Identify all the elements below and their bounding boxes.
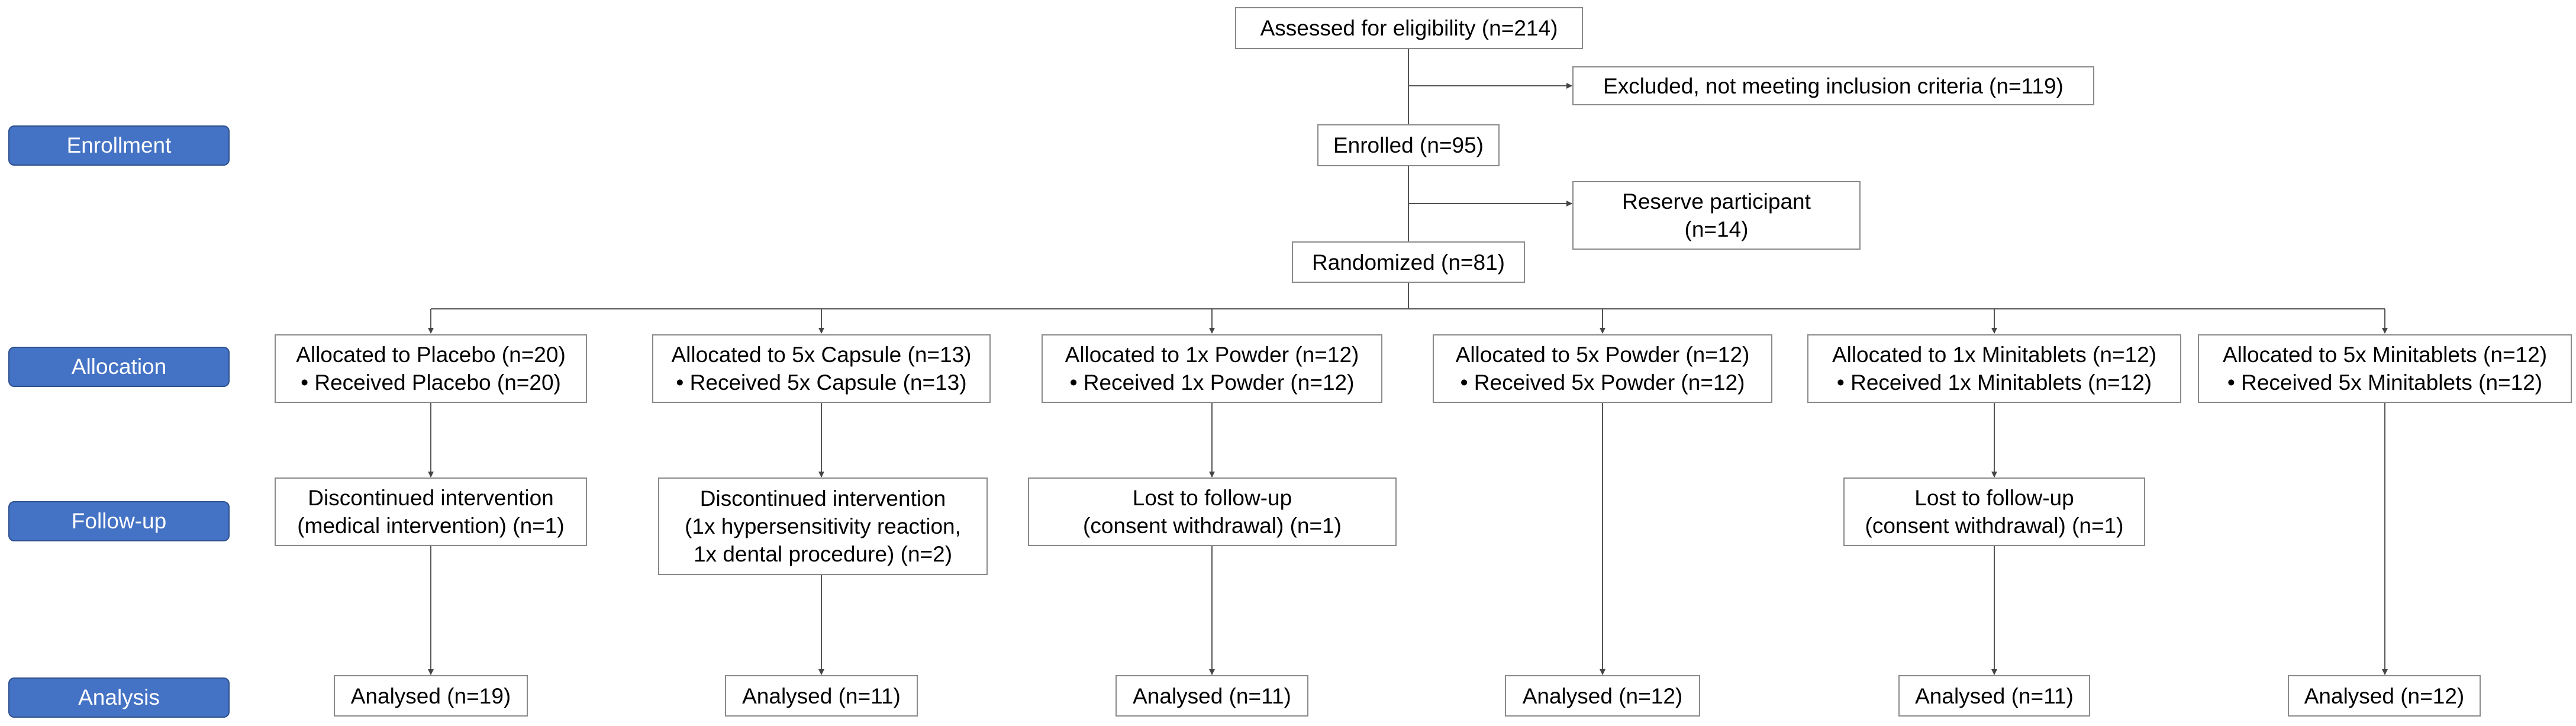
allocated-text: Allocated to 5x Minitablets (n=12) xyxy=(2222,343,2548,367)
assessed-box: Assessed for eligibility (n=214) xyxy=(1235,7,1583,49)
received-text: • Received 5x Minitablets (n=12) xyxy=(2227,370,2543,395)
allocated-text: Allocated to 1x Powder (n=12) xyxy=(1065,343,1359,367)
analysed-text: Analysed (n=11) xyxy=(742,683,901,708)
follow-up-line: (consent withdrawal) (n=1) xyxy=(1865,514,2124,538)
received-text: • Received 1x Minitablets (n=12) xyxy=(1836,370,2152,395)
allocation-box-placebo: Allocated to Placebo (n=20) • Received P… xyxy=(275,334,587,403)
received-text: • Received Placebo (n=20) xyxy=(301,370,561,395)
allocation-box-5x-minitablets: Allocated to 5x Minitablets (n=12) • Rec… xyxy=(2198,334,2572,403)
enrolled-box: Enrolled (n=95) xyxy=(1317,124,1500,166)
allocated-text: Allocated to 5x Capsule (n=13) xyxy=(671,343,972,367)
enrolled-text: Enrolled (n=95) xyxy=(1333,133,1484,157)
follow-up-line: (1x hypersensitivity reaction, xyxy=(685,514,961,538)
assessed-text: Assessed for eligibility (n=214) xyxy=(1260,16,1558,40)
follow-up-box-placebo: Discontinued intervention (medical inter… xyxy=(275,477,587,546)
excluded-text: Excluded, not meeting inclusion criteria… xyxy=(1603,73,2064,98)
follow-up-line: Discontinued intervention xyxy=(308,486,554,510)
analysed-text: Analysed (n=11) xyxy=(1915,683,2074,708)
allocation-box-1x-minitablets: Allocated to 1x Minitablets (n=12) • Rec… xyxy=(1807,334,2181,403)
follow-up-line: Lost to follow-up xyxy=(1132,486,1292,510)
analysed-text: Analysed (n=11) xyxy=(1133,683,1291,708)
allocated-text: Allocated to Placebo (n=20) xyxy=(296,343,566,367)
randomized-text: Randomized (n=81) xyxy=(1312,250,1505,275)
analysis-box-1x-minitablets: Analysed (n=11) xyxy=(1898,675,2090,717)
analysis-box-5x-minitablets: Analysed (n=12) xyxy=(2288,675,2481,717)
allocation-box-5x-powder: Allocated to 5x Powder (n=12) • Received… xyxy=(1433,334,1772,403)
allocated-text: Allocated to 5x Powder (n=12) xyxy=(1455,343,1750,367)
follow-up-line: (medical intervention) (n=1) xyxy=(297,514,565,538)
allocation-box-5x-capsule: Allocated to 5x Capsule (n=13) • Receive… xyxy=(652,334,991,403)
received-text: • Received 5x Capsule (n=13) xyxy=(676,370,967,395)
reserve-line: (n=14) xyxy=(1684,217,1749,241)
reserve-box: Reserve participant (n=14) xyxy=(1572,181,1861,250)
follow-up-line: Lost to follow-up xyxy=(1914,486,2074,510)
analysis-box-1x-powder: Analysed (n=11) xyxy=(1115,675,1308,717)
follow-up-line: 1x dental procedure) (n=2) xyxy=(693,542,953,566)
analysed-text: Analysed (n=12) xyxy=(1522,683,1683,708)
randomized-box: Randomized (n=81) xyxy=(1292,241,1525,283)
received-text: • Received 5x Powder (n=12) xyxy=(1460,370,1745,395)
analysed-text: Analysed (n=19) xyxy=(350,683,511,708)
analysis-box-5x-capsule: Analysed (n=11) xyxy=(725,675,918,717)
allocated-text: Allocated to 1x Minitablets (n=12) xyxy=(1832,343,2157,367)
analysed-text: Analysed (n=12) xyxy=(2304,683,2465,708)
received-text: • Received 1x Powder (n=12) xyxy=(1069,370,1355,395)
analysis-box-5x-powder: Analysed (n=12) xyxy=(1505,675,1700,717)
stage-allocation: Allocation xyxy=(8,347,230,387)
follow-up-box-1x-minitablets: Lost to follow-up (consent withdrawal) (… xyxy=(1843,477,2145,546)
reserve-line: Reserve participant xyxy=(1622,189,1811,214)
excluded-box: Excluded, not meeting inclusion criteria… xyxy=(1572,66,2094,105)
stage-enrollment: Enrollment xyxy=(8,125,230,166)
follow-up-box-1x-powder: Lost to follow-up (consent withdrawal) (… xyxy=(1028,477,1397,546)
allocation-box-1x-powder: Allocated to 1x Powder (n=12) • Received… xyxy=(1042,334,1382,403)
stage-analysis: Analysis xyxy=(8,677,230,718)
stage-follow-up: Follow-up xyxy=(8,501,230,541)
follow-up-line: Discontinued intervention xyxy=(699,486,946,511)
follow-up-box-5x-capsule: Discontinued intervention (1x hypersensi… xyxy=(658,477,988,575)
follow-up-line: (consent withdrawal) (n=1) xyxy=(1083,514,1342,538)
analysis-box-placebo: Analysed (n=19) xyxy=(334,675,528,717)
